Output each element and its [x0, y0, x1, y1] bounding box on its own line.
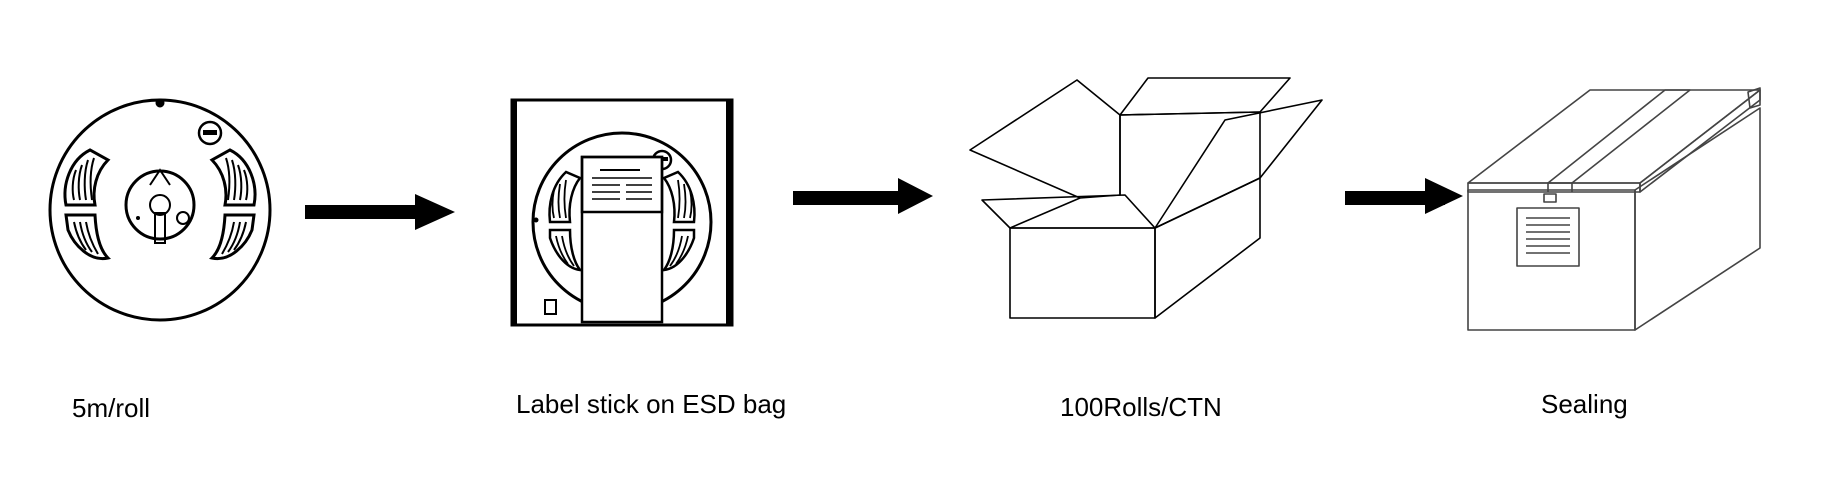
open-carton-icon [969, 77, 1323, 319]
step-label-esd-bag: Label stick on ESD bag [516, 389, 787, 419]
sealed-carton-icon [1467, 87, 1761, 331]
arrow-right-icon [305, 194, 455, 230]
step-label-roll: 5m/roll [72, 393, 151, 423]
reel-icon [48, 98, 272, 322]
step-label-sealing: Sealing [1541, 389, 1628, 419]
arrow-right-icon [793, 178, 933, 214]
step-label-carton: 100Rolls/CTN [1060, 392, 1222, 422]
arrow-right-icon [1345, 178, 1463, 214]
esd-bag-icon [510, 98, 734, 327]
